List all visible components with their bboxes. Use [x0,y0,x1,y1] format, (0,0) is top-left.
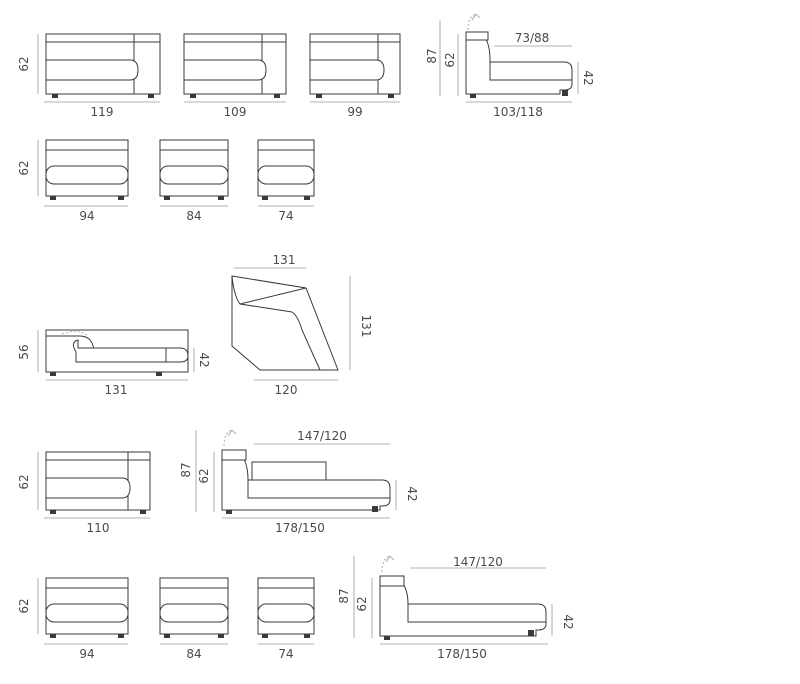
dim-label-r4-42: 42 [405,486,419,501]
dim-label-r2-84: 84 [186,209,201,223]
dim-label-r5-94: 94 [79,647,94,661]
dim-label-r4-height: 62 [17,474,31,489]
dim-label-r4-147-120: 147/120 [297,429,347,443]
chaise-long-side-1 [221,429,391,514]
corner-top-131 [231,275,339,371]
chaise-side-131 [45,329,189,376]
dim-label-r1-109: 109 [224,105,247,119]
dim-label-r4-110: 110 [87,521,110,535]
dim-label-r2-height: 62 [17,160,31,175]
chaise-long-side-2 [379,555,547,640]
dim-label-corner-side: 131 [359,315,373,338]
row1-dimensions [37,20,579,103]
dim-label-r3-131: 131 [105,383,128,397]
dim-label-r4-178-150: 178/150 [275,521,325,535]
dim-label-r5-62: 62 [355,596,369,611]
dim-label-r1-103-118: 103/118 [493,105,543,119]
dim-label-r1-73-88: 73/88 [515,31,550,45]
row4-dimensions [37,430,397,519]
dim-label-r1-42: 42 [581,70,595,85]
module-74-top [257,139,315,200]
dim-label-r5-42: 42 [561,614,575,629]
row3-dimensions [37,267,351,381]
module-99 [309,33,401,98]
dim-label-r5-147-120: 147/120 [453,555,503,569]
dim-label-r5-84: 84 [186,647,201,661]
dim-label-corner-top: 131 [273,253,296,267]
dim-label-r1-height: 62 [17,56,31,71]
dim-label-r1-99: 99 [347,105,362,119]
module-110 [45,451,151,514]
module-74-bottom [257,577,315,638]
dim-label-r5-74: 74 [278,647,293,661]
row5-dimensions [37,556,553,645]
dim-label-r5-178-150: 178/150 [437,647,487,661]
dim-label-r4-87: 87 [179,462,193,477]
dim-label-corner-bottom: 120 [275,383,298,397]
module-94-bottom [45,577,129,638]
dim-label-r5-87: 87 [337,588,351,603]
dim-label-r1-62: 62 [443,52,457,67]
row2-dimensions [37,140,314,207]
module-94-top [45,139,129,200]
module-84-top [159,139,229,200]
profile-side-1 [465,13,573,98]
module-84-bottom [159,577,229,638]
dim-label-r2-94: 94 [79,209,94,223]
dim-label-r1-119: 119 [91,105,114,119]
dim-label-r5-height: 62 [17,598,31,613]
module-119 [45,33,161,98]
dim-label-r1-87: 87 [425,48,439,63]
dim-label-r3-42: 42 [197,352,211,367]
dim-label-r4-62: 62 [197,468,211,483]
module-109 [183,33,287,98]
dim-label-r3-56: 56 [17,344,31,359]
dim-label-r2-74: 74 [278,209,293,223]
